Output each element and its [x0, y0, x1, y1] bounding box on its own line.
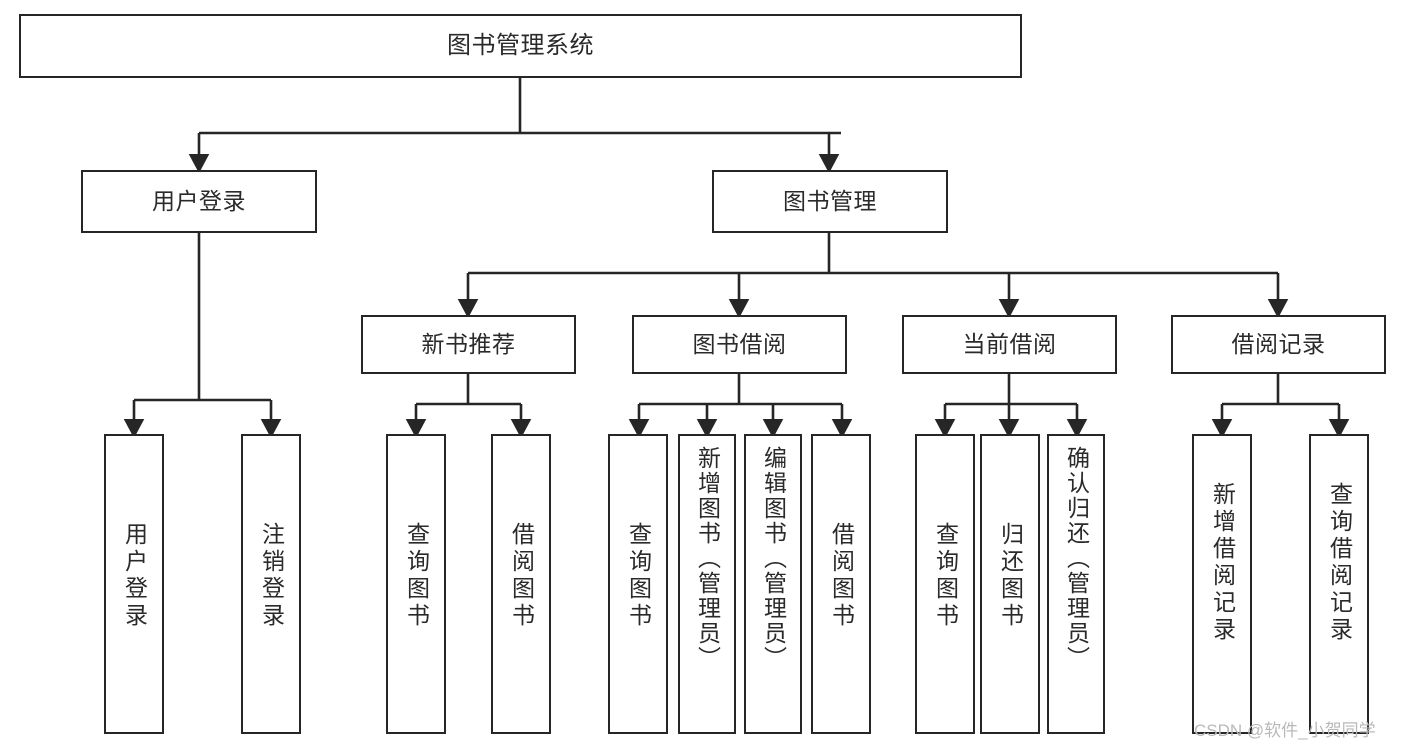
node-label: 编辑图书（管理员） [760, 446, 787, 671]
leaf-borrow-book-recommend[interactable]: 借阅图书 [491, 434, 551, 734]
node-label: 图书管理 [783, 187, 877, 214]
leaf-borrow-book-borrow[interactable]: 借阅图书 [811, 434, 871, 734]
csdn-watermark: CSDN @软件_小贺同学 [1194, 721, 1376, 740]
node-user-login[interactable]: 用户登录 [81, 170, 317, 233]
leaf-add-borrow-record[interactable]: 新增借阅记录 [1192, 434, 1252, 734]
node-label: 确认归还（管理员） [1063, 446, 1090, 671]
leaf-query-borrow-record[interactable]: 查询借阅记录 [1309, 434, 1369, 734]
node-label: 当前借阅 [962, 330, 1057, 357]
node-borrow-record[interactable]: 借阅记录 [1171, 315, 1386, 374]
node-label: 注销登录 [258, 522, 285, 630]
leaf-query-book-borrow[interactable]: 查询图书 [608, 434, 668, 734]
node-label: 新增图书（管理员） [694, 446, 721, 671]
node-label: 图书管理系统 [447, 31, 594, 59]
leaf-edit-book-admin[interactable]: 编辑图书（管理员） [744, 434, 802, 734]
leaf-return-book[interactable]: 归还图书 [980, 434, 1040, 734]
node-label: 查询图书 [403, 522, 430, 630]
node-label: 用户登录 [121, 522, 148, 630]
node-label: 查询图书 [932, 522, 959, 630]
node-label: 归还图书 [997, 522, 1024, 630]
node-label: 查询图书 [625, 522, 652, 630]
leaf-query-book-current[interactable]: 查询图书 [915, 434, 975, 734]
leaf-query-book-recommend[interactable]: 查询图书 [386, 434, 446, 734]
node-book-borrow[interactable]: 图书借阅 [632, 315, 847, 374]
leaf-logout-login[interactable]: 注销登录 [241, 434, 301, 734]
node-label: 新书推荐 [421, 330, 516, 357]
node-book-management[interactable]: 图书管理 [712, 170, 948, 233]
leaf-add-book-admin[interactable]: 新增图书（管理员） [678, 434, 736, 734]
node-label: 新增借阅记录 [1209, 482, 1236, 644]
node-label: 借阅图书 [508, 522, 535, 630]
node-current-borrow[interactable]: 当前借阅 [902, 315, 1117, 374]
node-label: 查询借阅记录 [1326, 482, 1353, 644]
node-root-book-management-system[interactable]: 图书管理系统 [19, 14, 1022, 78]
node-new-book-recommend[interactable]: 新书推荐 [361, 315, 576, 374]
node-label: 借阅记录 [1231, 330, 1326, 357]
leaf-user-login[interactable]: 用户登录 [104, 434, 164, 734]
node-label: 图书借阅 [692, 330, 787, 357]
node-label: 用户登录 [152, 187, 246, 214]
node-label: 借阅图书 [828, 522, 855, 630]
leaf-confirm-return-admin[interactable]: 确认归还（管理员） [1047, 434, 1105, 734]
